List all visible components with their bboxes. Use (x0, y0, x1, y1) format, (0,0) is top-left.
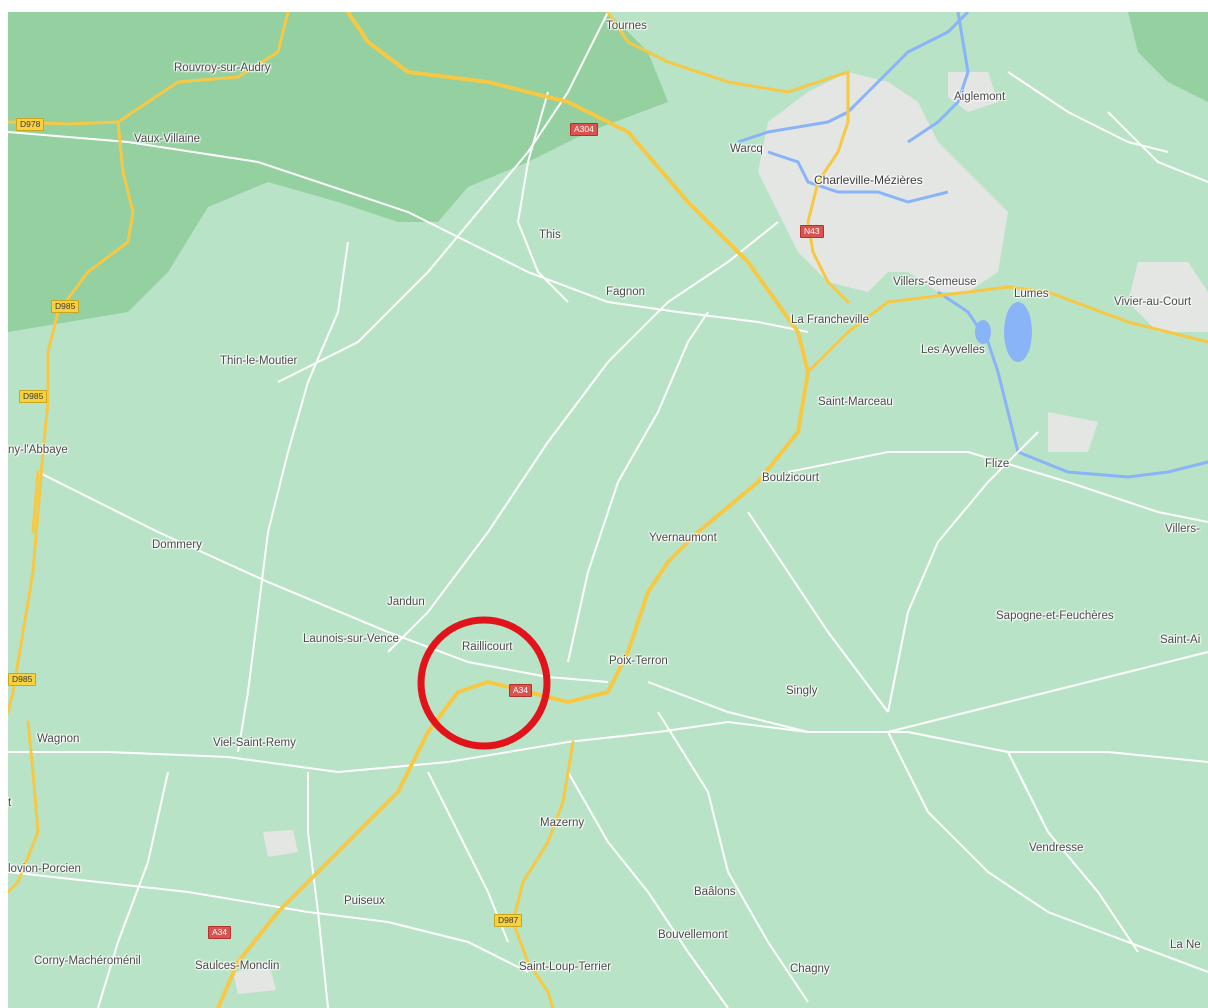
place-label-flize[interactable]: Flize (985, 458, 1010, 470)
place-label-singly[interactable]: Singly (786, 685, 818, 697)
place-label-launois[interactable]: Launois-sur-Vence (303, 633, 399, 645)
place-label-saulces[interactable]: Saulces-Monclin (195, 960, 280, 972)
place-label-this[interactable]: This (539, 229, 561, 241)
place-label-aiglemont[interactable]: Aiglemont (954, 91, 1006, 103)
place-label-francheville[interactable]: La Francheville (791, 314, 869, 326)
place-label-poix[interactable]: Poix-Terron (609, 655, 668, 667)
place-label-lumes[interactable]: Lumes (1014, 288, 1049, 300)
place-label-warcq[interactable]: Warcq (730, 143, 763, 155)
map-canvas[interactable]: Rouvroy-sur-Audry Tournes Aiglemont Vaux… (8, 12, 1208, 1008)
place-label-novion[interactable]: lovion-Porcien (8, 863, 81, 875)
road-shield-a34-2: A34 (208, 926, 232, 939)
place-label-boulzicourt[interactable]: Boulzicourt (762, 472, 819, 484)
road-shield-d985-3: D985 (8, 673, 37, 686)
place-label-wagnon[interactable]: Wagnon (37, 733, 80, 745)
highways (8, 12, 1208, 1008)
place-label-saint-loup[interactable]: Saint-Loup-Terrier (519, 961, 612, 973)
place-label-charleville[interactable]: Charleville-Mézières (814, 173, 923, 187)
local-roads (8, 12, 1208, 1008)
road-shield-n43: N43 (800, 225, 824, 238)
place-label-abbaye[interactable]: ny-l'Abbaye (8, 444, 68, 456)
place-label-vaux[interactable]: Vaux-Villaine (134, 133, 201, 145)
place-label-corny[interactable]: Corny-Machéroménil (34, 955, 141, 967)
place-label-villers-r[interactable]: Villers- (1165, 523, 1200, 535)
place-label-mazerny[interactable]: Mazerny (540, 817, 585, 829)
map-layer (8, 12, 1208, 1008)
forest-areas (8, 12, 1208, 332)
place-label-rouvroy[interactable]: Rouvroy-sur-Audry (174, 62, 271, 74)
place-label-ayvelles[interactable]: Les Ayvelles (921, 344, 985, 356)
place-label-villers-semeuse[interactable]: Villers-Semeuse (893, 276, 977, 288)
place-label-saint-marceau[interactable]: Saint-Marceau (818, 396, 893, 408)
road-shield-d978: D978 (16, 118, 45, 131)
road-shield-d987: D987 (494, 914, 523, 927)
place-label-t[interactable]: t (8, 797, 12, 809)
place-label-viel[interactable]: Viel-Saint-Remy (213, 737, 296, 749)
place-label-raillicourt[interactable]: Raillicourt (462, 641, 513, 653)
place-label-dommery[interactable]: Dommery (152, 539, 202, 551)
road-shield-d985-2: D985 (19, 390, 48, 403)
place-label-chagny[interactable]: Chagny (790, 963, 830, 975)
lakes (975, 302, 1032, 362)
place-label-tournes[interactable]: Tournes (606, 20, 647, 32)
road-shield-d985-1: D985 (51, 300, 80, 313)
place-label-yvernaumont[interactable]: Yvernaumont (649, 532, 717, 544)
place-label-baalons[interactable]: Baâlons (694, 886, 736, 898)
place-label-vendresse[interactable]: Vendresse (1029, 842, 1084, 854)
place-label-puiseux[interactable]: Puiseux (344, 895, 385, 907)
place-label-thin[interactable]: Thin-le-Moutier (220, 355, 298, 367)
place-label-sapogne[interactable]: Sapogne-et-Feuchères (996, 610, 1114, 622)
place-label-saint-ai[interactable]: Saint-Ai (1160, 634, 1201, 646)
road-shield-a304: A304 (570, 123, 598, 136)
place-label-lane[interactable]: La Ne (1170, 939, 1201, 951)
place-label-vivier[interactable]: Vivier-au-Court (1114, 296, 1192, 308)
place-label-bouvellemont[interactable]: Bouvellemont (658, 929, 728, 941)
place-label-jandun[interactable]: Jandun (387, 596, 425, 608)
road-shield-a34-1: A34 (509, 684, 533, 697)
place-label-fagnon[interactable]: Fagnon (606, 286, 646, 298)
